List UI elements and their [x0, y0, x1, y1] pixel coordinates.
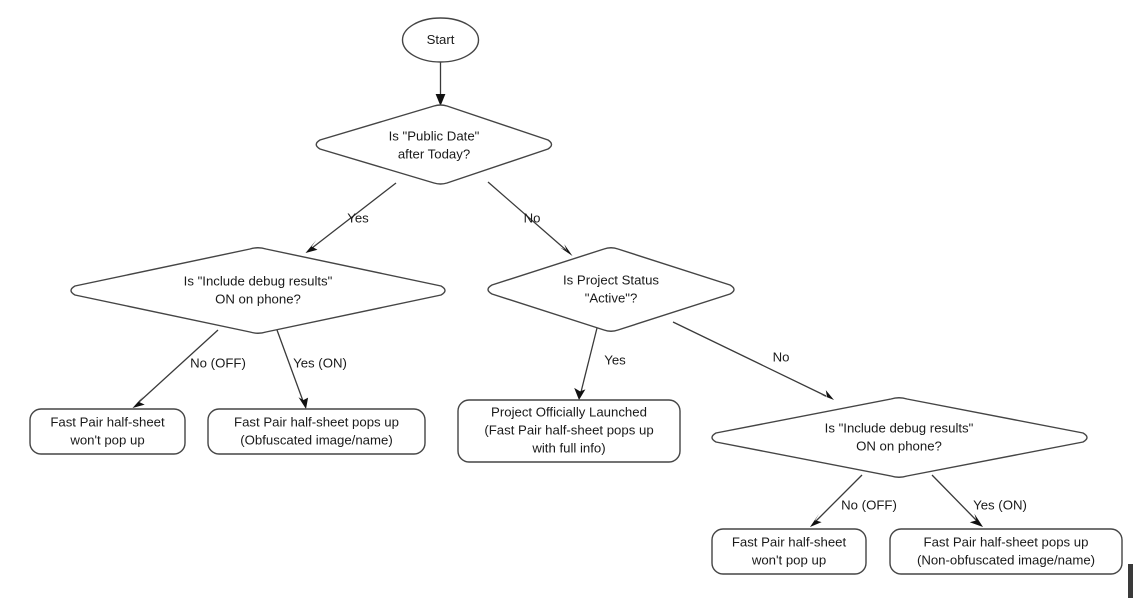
- node-decision-project-status[interactable]: Is Project Status "Active"?: [487, 247, 735, 332]
- edge-debug-left-yes: Yes (ON): [276, 329, 347, 409]
- edge-label-project-status-yes: Yes: [604, 352, 626, 367]
- node-output-right-off-line1: Fast Pair half-sheet: [732, 534, 847, 549]
- node-decision-public-date-line1: Is "Public Date": [389, 128, 480, 143]
- node-start[interactable]: Start: [401, 17, 480, 63]
- edge-public-date-no: No: [487, 181, 573, 256]
- edge-public-date-yes: Yes: [305, 182, 397, 253]
- node-output-launched-line2: (Fast Pair half-sheet pops up: [484, 422, 653, 437]
- edge-debug-left-no: No (OFF): [132, 329, 246, 408]
- node-decision-project-status-line1: Is Project Status: [563, 272, 659, 287]
- node-output-left-on-line2: (Obfuscated image/name): [240, 432, 392, 447]
- node-output-right-on-line2: (Non-obfuscated image/name): [917, 552, 1095, 567]
- edge-label-debug-right-no: No (OFF): [841, 497, 897, 512]
- node-output-launched-line1: Project Officially Launched: [491, 404, 647, 419]
- node-decision-debug-left[interactable]: Is "Include debug results" ON on phone?: [70, 247, 446, 334]
- node-decision-project-status-line2: "Active"?: [585, 290, 638, 305]
- node-decision-debug-left-line1: Is "Include debug results": [184, 273, 333, 288]
- node-output-launched[interactable]: Project Officially Launched (Fast Pair h…: [457, 399, 681, 463]
- edge-label-public-date-no: No: [524, 210, 541, 225]
- edge-project-status-yes: Yes: [574, 327, 626, 400]
- edge-label-debug-left-no: No (OFF): [190, 355, 246, 370]
- node-start-label: Start: [427, 32, 455, 47]
- node-output-launched-line3: with full info): [531, 440, 605, 455]
- edge-start-to-public-date: [435, 62, 446, 106]
- node-output-left-on[interactable]: Fast Pair half-sheet pops up (Obfuscated…: [207, 408, 426, 455]
- edge-label-debug-right-yes: Yes (ON): [973, 497, 1027, 512]
- node-output-right-off[interactable]: Fast Pair half-sheet won't pop up: [711, 528, 867, 575]
- node-output-right-off-line2: won't pop up: [751, 552, 826, 567]
- node-decision-public-date[interactable]: Is "Public Date" after Today?: [315, 104, 553, 185]
- node-output-left-on-line1: Fast Pair half-sheet pops up: [234, 414, 399, 429]
- node-output-left-off-line1: Fast Pair half-sheet: [50, 414, 165, 429]
- edge-project-status-no: No: [672, 321, 834, 400]
- edge-label-public-date-yes: Yes: [347, 210, 369, 225]
- node-decision-debug-right[interactable]: Is "Include debug results" ON on phone?: [711, 397, 1088, 478]
- edge-debug-right-yes: Yes (ON): [931, 474, 1027, 527]
- node-decision-debug-left-line2: ON on phone?: [215, 291, 301, 306]
- edge-label-project-status-no: No: [773, 349, 790, 364]
- node-output-left-off-line2: won't pop up: [69, 432, 144, 447]
- edge-debug-right-no: No (OFF): [810, 474, 897, 527]
- node-output-right-on-line1: Fast Pair half-sheet pops up: [924, 534, 1089, 549]
- node-decision-debug-right-line1: Is "Include debug results": [825, 420, 974, 435]
- node-output-left-off[interactable]: Fast Pair half-sheet won't pop up: [29, 408, 186, 455]
- page-edge-mark: [1128, 564, 1133, 598]
- node-decision-public-date-line2: after Today?: [398, 146, 470, 161]
- node-output-right-on[interactable]: Fast Pair half-sheet pops up (Non-obfusc…: [889, 528, 1123, 575]
- edge-label-debug-left-yes: Yes (ON): [293, 355, 347, 370]
- node-decision-debug-right-line2: ON on phone?: [856, 438, 942, 453]
